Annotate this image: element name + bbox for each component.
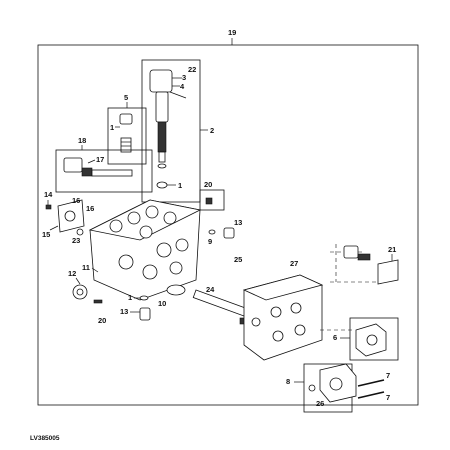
main-valve-body	[88, 199, 202, 301]
spool	[192, 289, 248, 325]
relief-valve-box	[55, 149, 153, 193]
callout-7-lower: 7	[386, 393, 390, 402]
callout-22: 22	[188, 65, 196, 74]
callout-9: 9	[208, 237, 212, 246]
callout-13-lower: 13	[120, 307, 128, 316]
callout-14: 14	[44, 190, 53, 199]
callout-27: 27	[290, 259, 298, 268]
callout-26: 26	[316, 399, 324, 408]
drawing-code: LV385005	[30, 435, 60, 442]
callout-15: 15	[42, 230, 50, 239]
callout-20-upper: 20	[204, 180, 212, 189]
solenoid-valve	[149, 69, 173, 189]
callout-13-upper: 13	[234, 218, 242, 227]
callout-23: 23	[72, 236, 80, 245]
callout-19: 19	[228, 28, 236, 37]
end-cover	[308, 363, 357, 403]
callout-17: 17	[96, 155, 104, 164]
cover-plate	[57, 199, 85, 233]
callout-7-upper: 7	[386, 371, 390, 380]
relief-valve	[63, 157, 133, 177]
solenoid-group-box	[141, 59, 201, 203]
secondary-valve-section	[242, 274, 324, 361]
callout-3: 3	[182, 73, 186, 82]
assembly-frame	[37, 44, 419, 406]
coil	[355, 323, 387, 357]
callout-1-solenoid: 1	[178, 181, 182, 190]
callout-18: 18	[78, 136, 86, 145]
callout-1-plug: 1	[110, 123, 114, 132]
callout-12: 12	[68, 269, 76, 278]
solenoid-fitting	[343, 245, 399, 285]
callout-24: 24	[206, 285, 215, 294]
callout-20-left: 20	[98, 316, 106, 325]
callout-6: 6	[333, 333, 337, 342]
callout-10: 10	[158, 299, 166, 308]
callout-4: 4	[180, 82, 185, 91]
callout-8: 8	[286, 377, 290, 386]
fitting-20-box	[199, 189, 225, 211]
callout-25: 25	[234, 255, 242, 264]
callout-16-left: 16	[72, 196, 80, 205]
coil-group-box	[349, 317, 399, 361]
callout-2: 2	[210, 126, 214, 135]
plug-part	[119, 113, 133, 153]
callout-1-lower: 1	[128, 293, 132, 302]
callout-21: 21	[388, 245, 396, 254]
callout-5: 5	[124, 93, 128, 102]
callout-16-right: 16	[86, 204, 94, 213]
callout-11: 11	[82, 263, 90, 272]
